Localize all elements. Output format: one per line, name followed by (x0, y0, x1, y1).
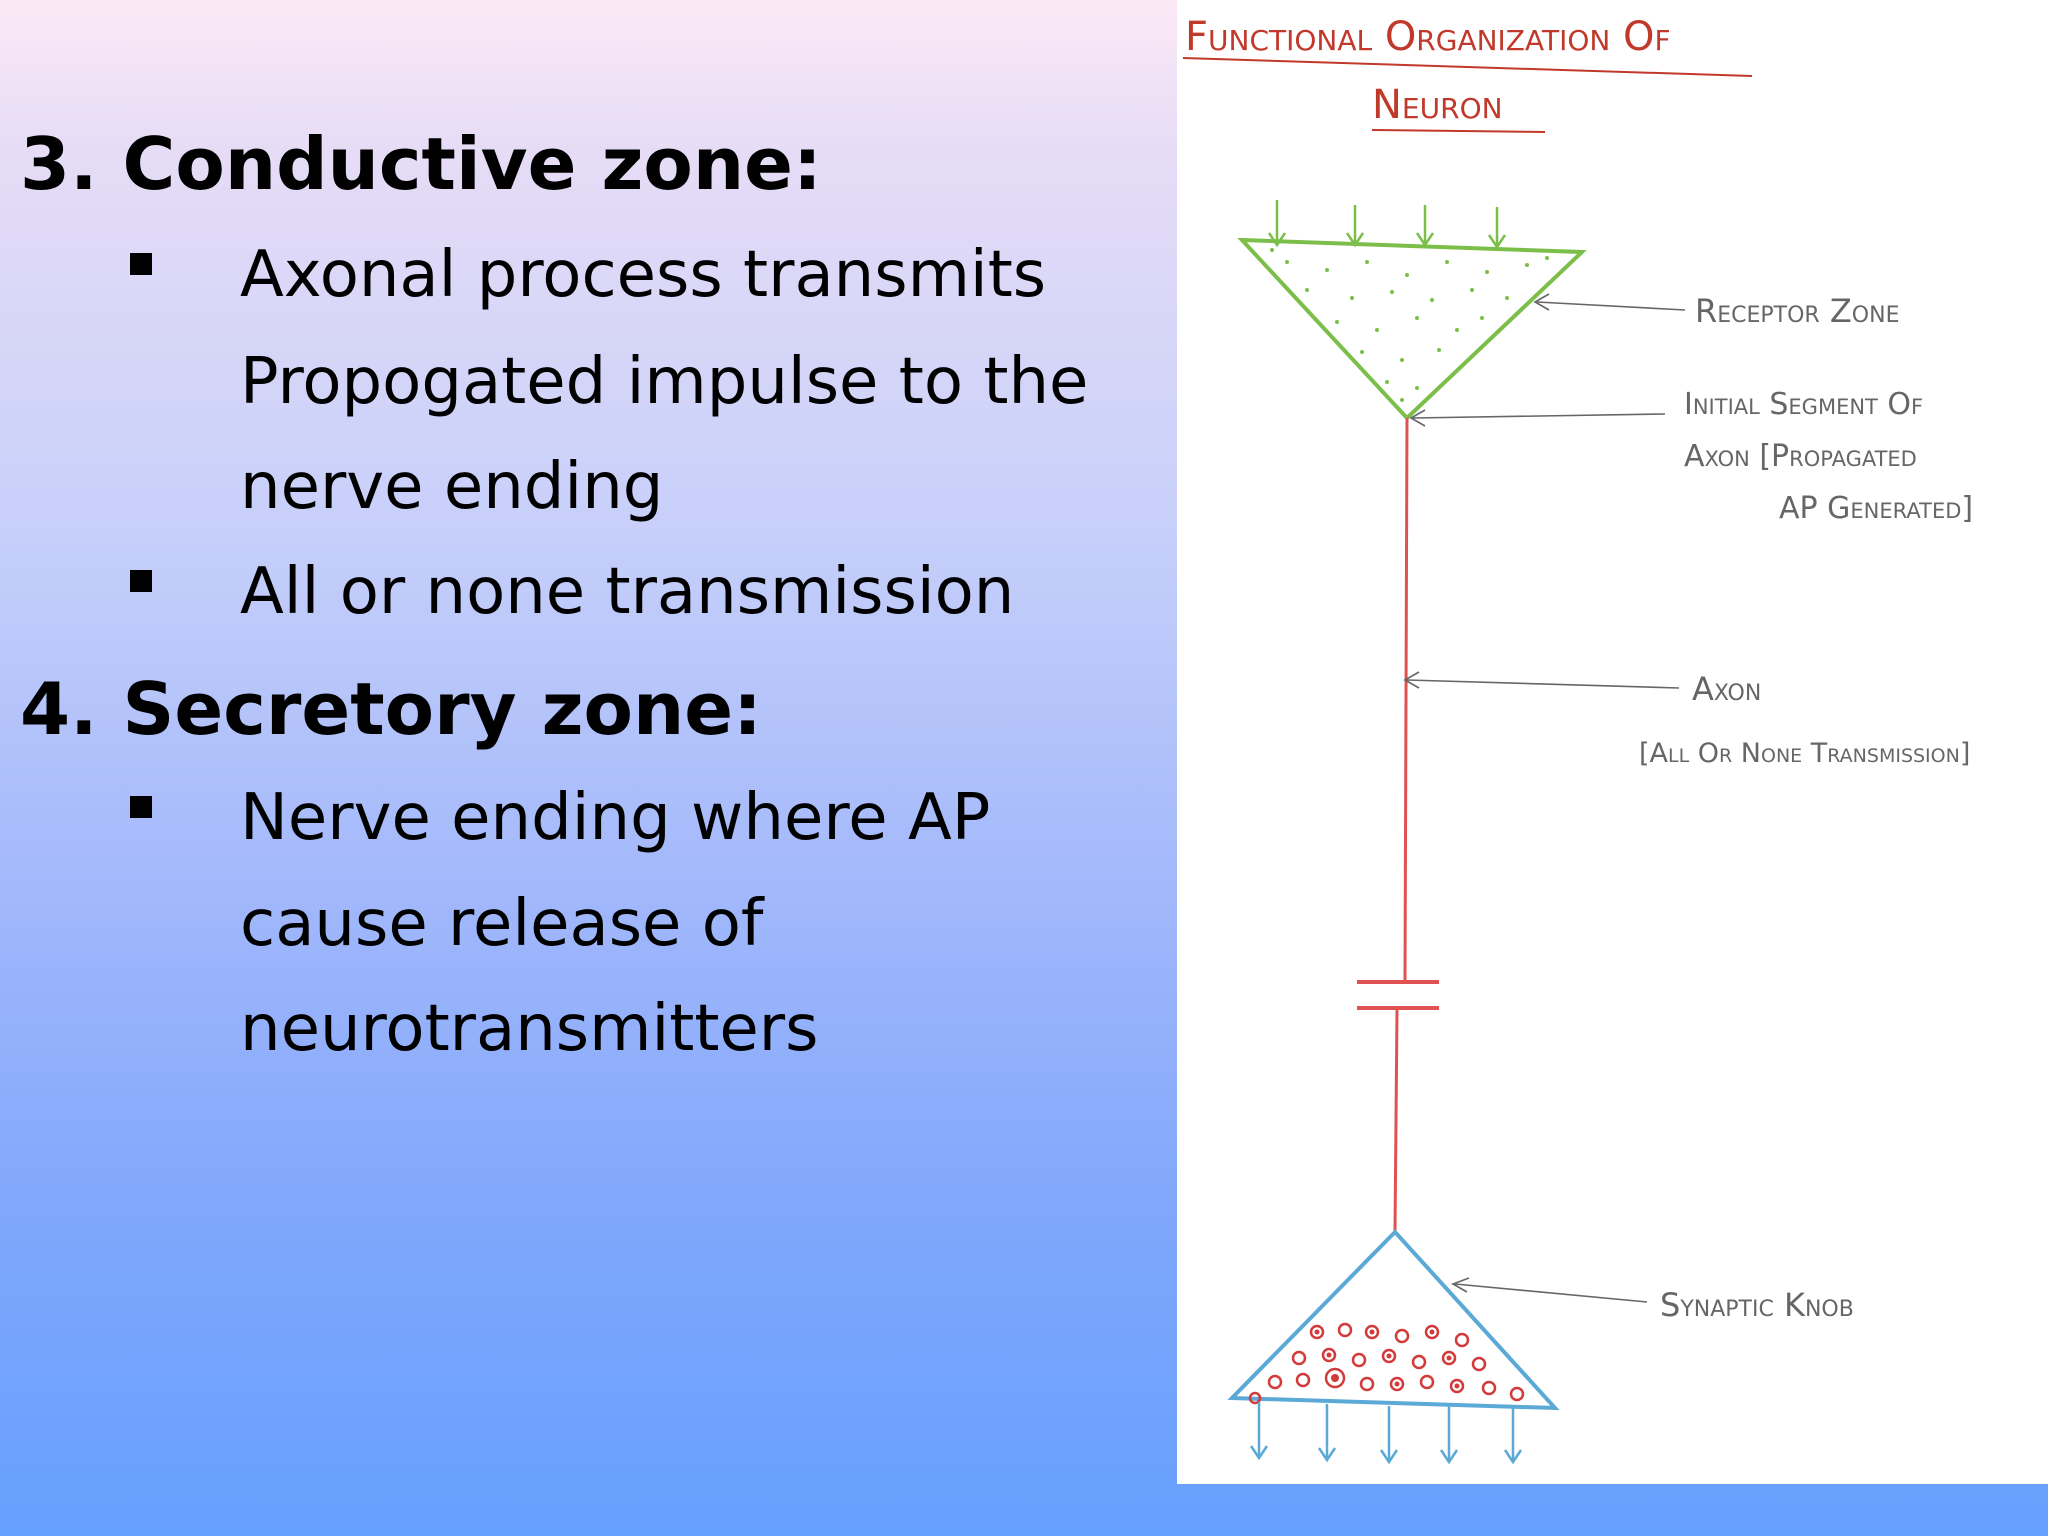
bullet-text-line: cause release of (240, 887, 764, 961)
output-arrows (1249, 1402, 1523, 1465)
secretory-zone-heading: 4. Secretory zone: (20, 667, 762, 751)
input-arrows (1267, 200, 1507, 250)
neuron-diagram-panel: Functional Organization Of Neuron (1177, 0, 2048, 1484)
axon-label: Axon (1692, 670, 1761, 708)
neuron-diagram: Functional Organization Of Neuron (1182, 14, 1973, 1465)
bullet-text-line: Nerve ending where AP (240, 781, 991, 855)
axon-line (1403, 417, 1409, 981)
bullet-marker (130, 570, 152, 592)
title-underline (1371, 129, 1546, 133)
conductive-zone-heading: 3. Conductive zone: (20, 122, 822, 206)
vesicles (1248, 1322, 1525, 1405)
bullet-marker (130, 253, 152, 275)
initial-segment-label: Initial Segment Of (1684, 387, 1923, 422)
figure-title-line2: Neuron (1372, 82, 1503, 128)
receptor-zone-label: Receptor Zone (1695, 292, 1899, 330)
bullet-text-line: neurotransmitters (240, 992, 819, 1066)
bullet-text-line: Propogated impulse to the (240, 345, 1089, 419)
vesicle-dots (1314, 1329, 1460, 1389)
bullet-text-line: Axonal process transmits (240, 238, 1047, 312)
figure-title-line1: Functional Organization Of (1185, 14, 1671, 60)
axon-description-label: [All Or None Transmission] (1639, 738, 1970, 769)
synaptic-knob-label: Synaptic Knob (1660, 1286, 1854, 1324)
axon-line (1393, 1009, 1399, 1233)
initial-segment-label: AP Generated] (1779, 491, 1973, 526)
initial-segment-label: Axon [Propagated (1684, 439, 1917, 474)
receptor-zone-triangle (1237, 237, 1587, 421)
synaptic-knob-triangle (1227, 1229, 1560, 1411)
receptor-zone-dots (1270, 248, 1549, 402)
bullet-text-line: All or none transmission (240, 555, 1015, 629)
title-underline (1182, 57, 1753, 77)
bullet-text-line: nerve ending (240, 450, 664, 524)
bullet-marker (130, 796, 152, 818)
pointer-lines (1403, 293, 1686, 1303)
slide-text-panel: 3. Conductive zone: Axonal process trans… (20, 122, 1089, 1066)
